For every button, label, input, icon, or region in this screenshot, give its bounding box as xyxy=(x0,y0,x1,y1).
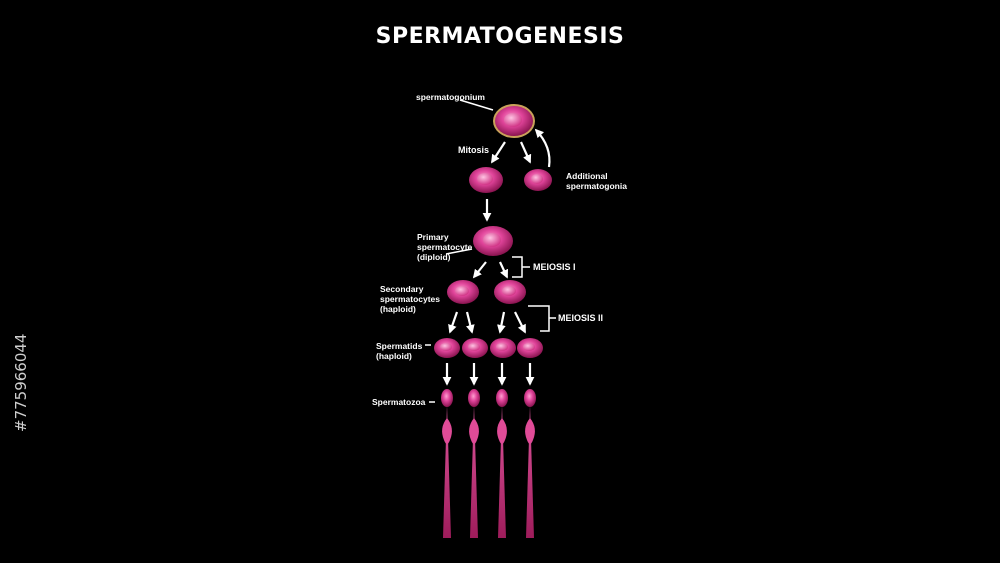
spermatogonium-cell xyxy=(493,104,535,138)
arrow-meiosis1-left xyxy=(472,261,487,279)
arrow-meiosis1-right xyxy=(499,261,509,279)
arrow-renewal xyxy=(534,128,551,168)
arrow-meiosis2-2 xyxy=(465,311,475,334)
spermatid-4 xyxy=(517,338,543,358)
label-mitosis: Mitosis xyxy=(458,145,490,155)
label-spermatids-line1: Spermatids xyxy=(376,341,423,351)
arrow-meiosis2-4 xyxy=(514,311,526,334)
meiosis1-bracket xyxy=(512,256,530,278)
spermatozoon-4 xyxy=(524,389,536,538)
stock-id-watermark: #775966044 xyxy=(9,322,31,562)
secondary-spermatocyte-left xyxy=(447,280,479,304)
label-spermatids: Spermatids (haploid) xyxy=(376,341,422,361)
label-primary-line3: (diploid) xyxy=(417,252,451,262)
label-additional-line1: Additional xyxy=(566,171,608,181)
daughter-cell-right xyxy=(524,169,552,191)
arrow-meiosis2-3 xyxy=(497,311,506,334)
spermatid-2 xyxy=(462,338,488,358)
label-spermatogonium: spermatogonium xyxy=(416,92,485,102)
spermatogonium-leader xyxy=(459,99,494,111)
label-primary-line2: spermatocyte xyxy=(417,242,473,252)
label-meiosis-1: MEIOSIS I xyxy=(533,262,576,272)
secondary-spermatocyte-right xyxy=(494,280,526,304)
label-additional-spermatogonia: Additional spermatogonia xyxy=(566,171,627,191)
primary-spermatocyte-cell xyxy=(473,226,513,256)
spermatid-3 xyxy=(490,338,516,358)
arrow-meiosis2-1 xyxy=(448,311,459,334)
label-primary-spermatocyte: Primary spermatocyte (diploid) xyxy=(417,232,472,262)
spermatozoon-1 xyxy=(441,389,453,538)
label-primary-line1: Primary xyxy=(417,232,449,242)
spermatozoon-2 xyxy=(468,389,480,538)
spermatozoon-3 xyxy=(496,389,508,538)
stock-id-text: #775966044 xyxy=(12,333,30,432)
spermatid-1 xyxy=(434,338,460,358)
label-additional-line2: spermatogonia xyxy=(566,181,627,191)
daughter-cell-left xyxy=(469,167,503,193)
meiosis2-bracket xyxy=(528,305,556,332)
label-spermatozoa: Spermatozoa xyxy=(372,397,426,407)
primary-leader xyxy=(445,248,473,255)
label-meiosis-2: MEIOSIS II xyxy=(558,313,604,323)
label-secondary-line3: (haploid) xyxy=(380,304,416,314)
arrow-mitosis-right xyxy=(519,141,532,164)
label-spermatids-line2: (haploid) xyxy=(376,351,412,361)
label-secondary-spermatocytes: Secondary spermatocytes (haploid) xyxy=(380,284,440,314)
arrow-mitosis-left xyxy=(491,141,506,164)
label-secondary-line1: Secondary xyxy=(380,284,424,294)
diagram-title: SPERMATOGENESIS xyxy=(375,24,625,49)
label-secondary-line2: spermatocytes xyxy=(380,294,441,304)
